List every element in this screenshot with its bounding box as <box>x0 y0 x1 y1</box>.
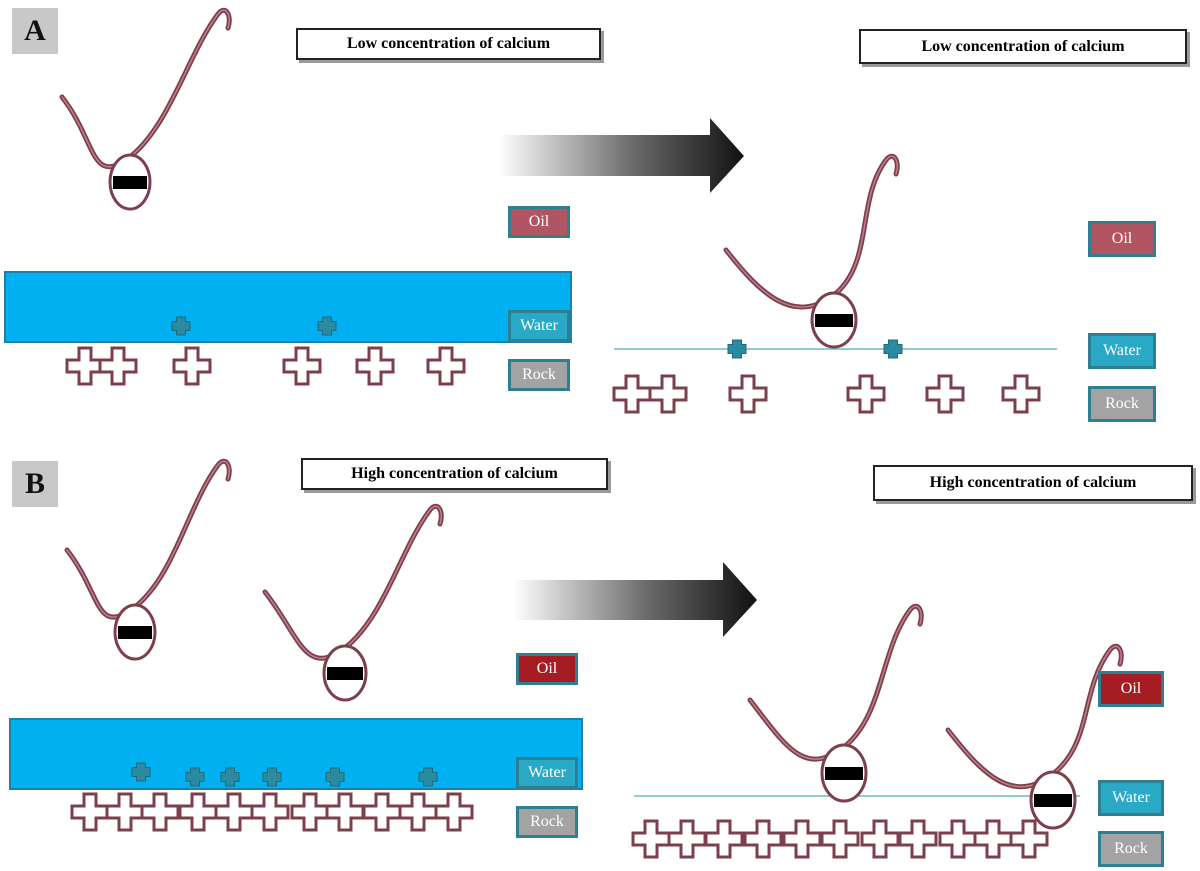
calcium-ion-icon <box>418 767 438 787</box>
legend-rock-a-before: Rock <box>508 359 570 391</box>
rock-cation-icon <box>728 374 768 414</box>
rock-cation-icon <box>782 819 822 859</box>
rock-cation-icon <box>820 819 860 859</box>
rock-cation-icon <box>214 792 254 832</box>
title-b-before: High concentration of calcium <box>301 458 608 490</box>
rock-cation-icon <box>973 819 1013 859</box>
oil-molecule-b-after-1 <box>747 603 924 803</box>
legend-rock-a-after: Rock <box>1088 386 1156 422</box>
legend-water-b-before: Water <box>516 757 578 789</box>
panel-label-b: B <box>12 461 58 507</box>
rock-cation-icon <box>704 819 744 859</box>
calcium-ion-icon <box>325 767 345 787</box>
calcium-ion-icon <box>727 339 747 359</box>
rock-cation-icon <box>105 792 145 832</box>
rock-cation-icon <box>612 374 652 414</box>
rock-cation-icon <box>250 792 290 832</box>
rock-cation-icon <box>1009 819 1049 859</box>
rock-cation-icon <box>362 792 402 832</box>
rock-cation-icon <box>667 819 707 859</box>
rock-cation-icon <box>98 346 138 386</box>
rock-cation-icon <box>70 792 110 832</box>
legend-water-a-before: Water <box>508 310 570 342</box>
oil-molecule-b-before-1 <box>64 458 232 661</box>
calcium-ion-icon <box>883 339 903 359</box>
rock-cation-icon <box>282 346 322 386</box>
rock-cation-icon <box>172 346 212 386</box>
legend-oil-a-before: Oil <box>508 206 570 238</box>
legend-oil-b-after: Oil <box>1098 671 1164 707</box>
rock-cation-icon <box>65 346 105 386</box>
rock-cation-icon <box>355 346 395 386</box>
transition-arrow-a <box>498 118 744 193</box>
title-a-after: Low concentration of calcium <box>859 29 1187 64</box>
oil-molecule-a-before <box>59 7 232 211</box>
title-b-after: High concentration of calcium <box>873 465 1193 501</box>
legend-rock-b-after: Rock <box>1098 831 1164 867</box>
rock-cation-icon <box>178 792 218 832</box>
legend-oil-a-after: Oil <box>1088 221 1156 257</box>
transition-arrow-b <box>513 562 757 637</box>
legend-oil-b-before: Oil <box>516 653 578 685</box>
rock-cation-icon <box>860 819 900 859</box>
rock-cation-icon <box>290 792 330 832</box>
legend-water-a-after: Water <box>1088 333 1156 369</box>
rock-cation-icon <box>1001 374 1041 414</box>
panel-label-a: A <box>12 8 58 54</box>
rock-cation-icon <box>434 792 474 832</box>
rock-cation-icon <box>938 819 978 859</box>
oil-molecule-b-before-2 <box>262 503 444 702</box>
water-layer-b <box>9 718 583 790</box>
legend-rock-b-before: Rock <box>516 806 578 838</box>
rock-cation-icon <box>325 792 365 832</box>
oil-molecule-b-after-2 <box>945 643 1124 830</box>
calcium-ion-group <box>131 316 903 787</box>
rock-surface-group <box>65 346 1049 859</box>
rock-cation-icon <box>925 374 965 414</box>
rock-cation-icon <box>398 792 438 832</box>
rock-cation-icon <box>846 374 886 414</box>
rock-cation-icon <box>631 819 671 859</box>
title-a-before: Low concentration of calcium <box>296 28 601 60</box>
rock-cation-icon <box>898 819 938 859</box>
calcium-ion-icon <box>220 767 240 787</box>
oil-molecule-group <box>59 7 1124 830</box>
calcium-ion-icon <box>171 316 191 336</box>
calcium-ion-icon <box>262 767 282 787</box>
calcium-ion-icon <box>131 762 151 782</box>
oil-molecule-a-after <box>723 153 900 349</box>
rock-cation-icon <box>426 346 466 386</box>
legend-water-b-after: Water <box>1098 780 1164 816</box>
rock-cation-icon <box>140 792 180 832</box>
water-layer-a <box>4 271 572 343</box>
rock-cation-icon <box>743 819 783 859</box>
calcium-ion-icon <box>317 316 337 336</box>
calcium-ion-icon <box>185 767 205 787</box>
rock-cation-icon <box>648 374 688 414</box>
